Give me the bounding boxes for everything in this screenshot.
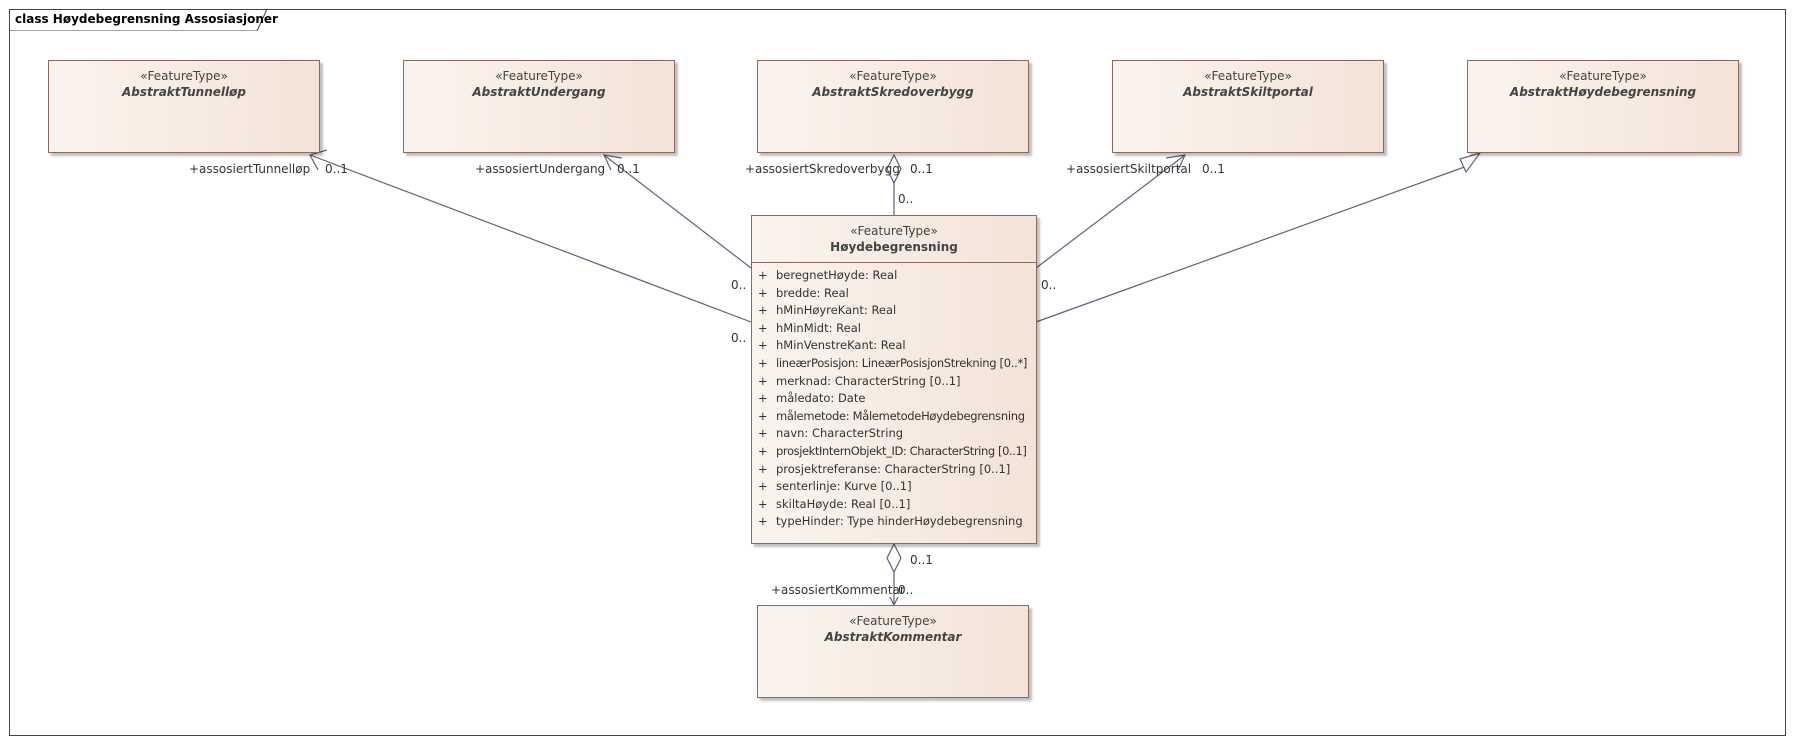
- class-abstrakt-tunnellop[interactable]: «FeatureType» AbstraktTunnelløp: [48, 60, 320, 153]
- attribute-row: +lineærPosisjon: LineærPosisjonStrekning…: [758, 355, 1028, 370]
- class-hoydebegrensning[interactable]: «FeatureType» Høydebegrensning +beregnet…: [751, 215, 1037, 544]
- arrowhead-tunnellop: [309, 149, 328, 171]
- arrowhead-skiltportal: [1165, 154, 1187, 171]
- class-abstrakt-skredoverbygg[interactable]: «FeatureType» AbstraktSkredoverbygg: [757, 60, 1029, 153]
- multiplicity-skredoverbygg-near: 0..: [898, 192, 914, 206]
- role-label-skiltportal: +assosiertSkiltportal: [1066, 162, 1192, 176]
- role-label-kommentar: +assosiertKommentar: [771, 583, 905, 597]
- class-name: AbstraktSkiltportal: [1183, 85, 1313, 99]
- stereotype-label: «FeatureType»: [495, 69, 583, 83]
- attribute-row: +typeHinder: Type hinderHøydebegrensning: [758, 514, 1023, 529]
- frame-tab: [9, 9, 267, 31]
- class-abstrakt-hoydebegrensning[interactable]: «FeatureType» AbstraktHøydebegrensning: [1467, 60, 1739, 153]
- stereotype-label: «FeatureType»: [849, 69, 937, 83]
- attribute-row: +senterlinje: Kurve [0..1]: [758, 479, 912, 494]
- assoc-line-undergang: [603, 154, 752, 269]
- stereotype-label: «FeatureType»: [1559, 69, 1647, 83]
- assoc-line-tunnellop: [309, 154, 752, 323]
- attribute-list: +beregnetHøyde: Real +bredde: Real +hMin…: [752, 262, 1036, 531]
- attribute-row: +navn: CharacterString: [758, 426, 904, 441]
- multiplicity-left-upper: 0..: [731, 278, 747, 292]
- attribute-row: +merknad: CharacterString [0..1]: [758, 373, 961, 388]
- frame-title: class Høydebegrensning Assosiasjoner: [15, 12, 278, 26]
- multiplicity-skiltportal: 0..1: [1202, 162, 1225, 176]
- stereotype-label: «FeatureType»: [140, 69, 228, 83]
- aggregation-diamond-kommentar: [886, 542, 902, 574]
- multiplicity-tunnellop: 0..1: [325, 162, 348, 176]
- multiplicity-undergang: 0..1: [617, 162, 640, 176]
- class-abstrakt-undergang[interactable]: «FeatureType» AbstraktUndergang: [403, 60, 675, 153]
- attribute-row: +målemetode: MålemetodeHøydebegrensning: [758, 408, 1025, 423]
- role-label-skredoverbygg: +assosiertSkredoverbygg: [745, 162, 900, 176]
- attribute-row: +hMinMidt: Real: [758, 320, 861, 335]
- multiplicity-skredoverbygg: 0..1: [910, 162, 933, 176]
- role-label-undergang: +assosiertUndergang: [475, 162, 606, 176]
- aggregation-diamond-skredoverbygg: [886, 153, 902, 185]
- generalization-triangle: [1459, 151, 1482, 174]
- stereotype-label: «FeatureType»: [1204, 69, 1292, 83]
- attribute-row: +hMinHøyreKant: Real: [758, 303, 897, 318]
- class-name: AbstraktKommentar: [824, 630, 962, 644]
- generalization-line: [1035, 164, 1471, 323]
- attribute-row: +skiltaHøyde: Real [0..1]: [758, 496, 911, 511]
- attribute-row: +beregnetHøyde: Real: [758, 268, 898, 282]
- stereotype-label: «FeatureType»: [849, 614, 937, 628]
- class-name: AbstraktTunnelløp: [122, 85, 246, 99]
- diagram-frame: [9, 9, 1786, 736]
- class-name: AbstraktUndergang: [472, 85, 606, 99]
- multiplicity-left-lower: 0..: [731, 331, 747, 345]
- role-label-tunnellop: +assosiertTunnelløp: [189, 162, 311, 176]
- assoc-line-skiltportal: [1035, 154, 1186, 269]
- attribute-row: +hMinVenstreKant: Real: [758, 338, 906, 353]
- multiplicity-kommentar: 0..: [898, 583, 914, 597]
- arrowhead-undergang: [602, 154, 623, 171]
- class-name: Høydebegrensning: [830, 240, 958, 254]
- class-abstrakt-skiltportal[interactable]: «FeatureType» AbstraktSkiltportal: [1112, 60, 1384, 153]
- attribute-row: +prosjektInternObjekt_ID: CharacterStrin…: [758, 443, 1027, 458]
- attribute-row: +måledato: Date: [758, 391, 866, 406]
- attribute-row: +prosjektreferanse: CharacterString [0..…: [758, 461, 1011, 476]
- stereotype-label: «FeatureType»: [850, 224, 938, 238]
- class-name: AbstraktHøydebegrensning: [1509, 85, 1697, 99]
- attribute-row: +bredde: Real: [758, 285, 849, 300]
- class-name: AbstraktSkredoverbygg: [812, 85, 974, 99]
- class-abstrakt-kommentar[interactable]: «FeatureType» AbstraktKommentar: [757, 605, 1029, 698]
- multiplicity-kommentar-aggregation: 0..1: [910, 553, 933, 567]
- multiplicity-right: 0..: [1041, 278, 1057, 292]
